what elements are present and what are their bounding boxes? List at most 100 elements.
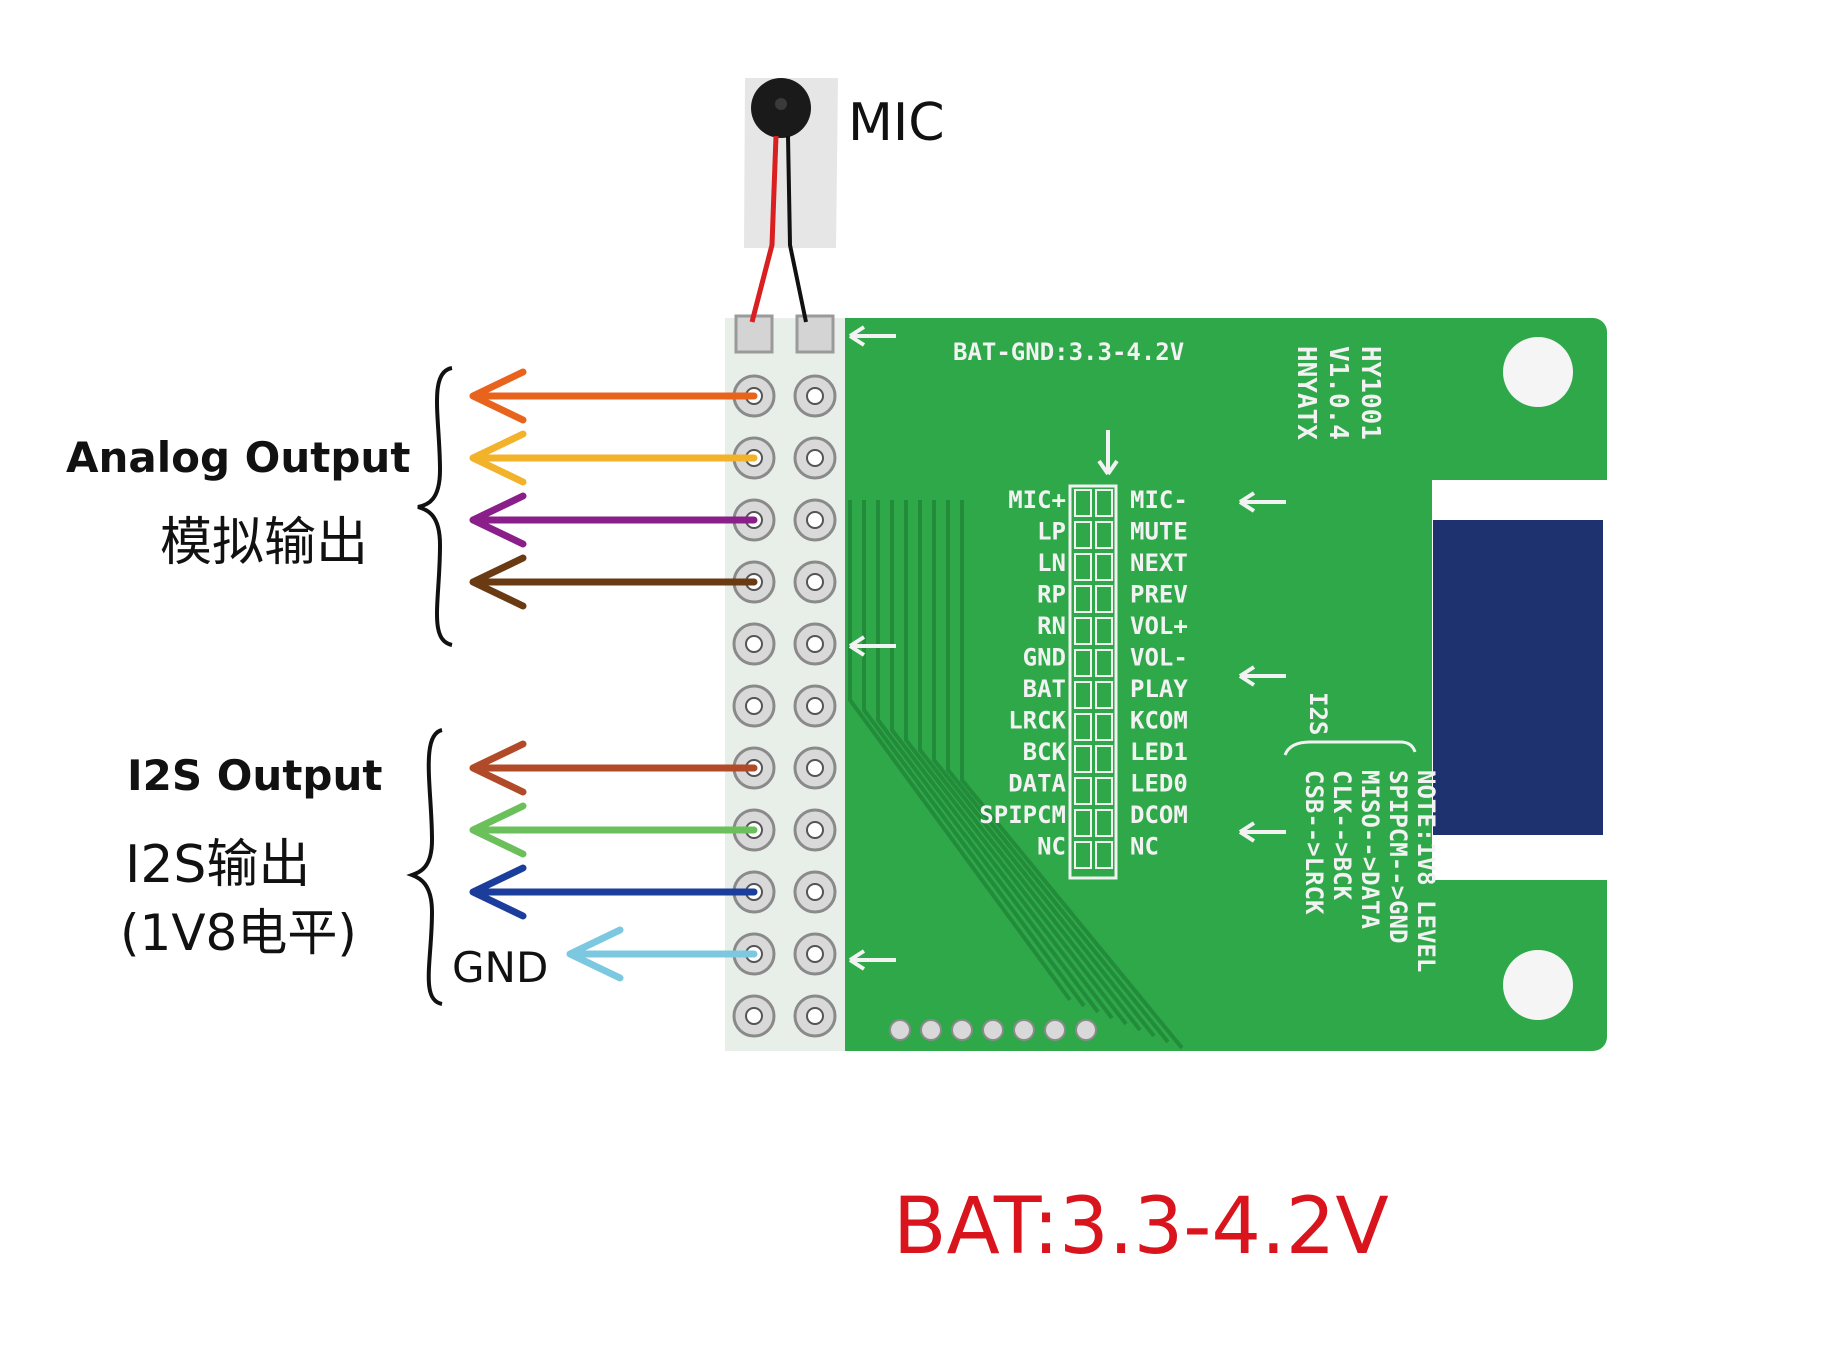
right-pin-labels: MIC-MUTENEXTPREVVOL+VOL-PLAYKCOMLED1LED0… [1130, 486, 1188, 861]
pin-label-left: MIC+ [1008, 486, 1066, 514]
analog-arrow-3 [469, 492, 758, 548]
bottom-pad [920, 1019, 942, 1041]
mic-label: MIC [848, 93, 945, 153]
mounting-hole-bottom [1503, 950, 1573, 1020]
silk-arrow [1238, 491, 1286, 513]
pin-label-right: LED1 [1130, 738, 1188, 766]
pin-label-right: MIC- [1130, 486, 1188, 514]
silk-arrows [848, 325, 1286, 971]
pcb-trace [946, 500, 1170, 1044]
grid-cell [1095, 649, 1113, 677]
pin-label-left: RN [1037, 612, 1066, 640]
pin-label-right: NC [1130, 833, 1159, 861]
pcb-trace [918, 500, 1142, 1032]
i2s-arrow-2 [469, 802, 758, 858]
bottom-edge-pads [889, 1019, 1097, 1041]
analog-output-cn-label: 模拟输出 [160, 513, 368, 573]
silk-arrow [848, 635, 896, 657]
grid-cell [1095, 521, 1113, 549]
pin-label-left: BCK [1023, 738, 1067, 766]
model-silk-line: HNYATX [1291, 346, 1321, 440]
gnd-arrow [566, 926, 758, 982]
grid-cell [1074, 617, 1092, 645]
pin-label-grid-cells [1074, 489, 1113, 869]
mic-wire-black [786, 135, 808, 323]
pin-label-left: GND [1023, 644, 1066, 672]
grid-cell [1074, 681, 1092, 709]
pin-label-right: PLAY [1130, 675, 1188, 703]
pin-label-right: VOL+ [1130, 612, 1188, 640]
i2s-silk-bracket [1283, 740, 1417, 756]
silk-arrow [1238, 821, 1286, 843]
pcb-trace [848, 500, 1072, 1002]
bottom-pad [1075, 1019, 1097, 1041]
mic-wire-red [749, 135, 779, 323]
grid-cell [1074, 745, 1092, 773]
signal-arrows [469, 368, 758, 982]
pcb-trace [904, 500, 1128, 1026]
header-pads [732, 314, 837, 1038]
grid-cell [1095, 841, 1113, 869]
pin-label-left: LRCK [1008, 707, 1066, 735]
header-pad-hole [806, 449, 824, 467]
header-pad-hole [745, 1007, 763, 1025]
mounting-hole-top [1503, 337, 1573, 407]
note-silk-line: SPIPCM-->GND [1384, 770, 1412, 943]
grid-cell [1074, 585, 1092, 613]
pcb-traces [848, 500, 1184, 1050]
i2s-arrow-1 [469, 740, 758, 796]
note-silk-line: NOTE:1V8 LEVEL [1412, 770, 1440, 972]
grid-cell [1074, 521, 1092, 549]
header-pad-hole [745, 635, 763, 653]
analog-arrow-4 [469, 554, 758, 610]
pin-label-right: LED0 [1130, 770, 1188, 798]
pin-label-grid [1068, 484, 1118, 880]
header-pad-hole [806, 945, 824, 963]
grid-cell [1095, 745, 1113, 773]
pin-label-left: LP [1037, 518, 1066, 546]
bottom-pad [1044, 1019, 1066, 1041]
header-pad-hole [806, 635, 824, 653]
silk-arrow [1238, 665, 1286, 687]
grid-cell [1074, 809, 1092, 837]
bottom-pad [951, 1019, 973, 1041]
i2s-level-label: (1V8电平) [120, 904, 357, 962]
grid-cell [1074, 489, 1092, 517]
i2s-arrow-3 [469, 864, 758, 920]
pin-label-right: DCOM [1130, 801, 1188, 829]
header-pad-hole [806, 511, 824, 529]
grid-cell [1095, 809, 1113, 837]
header-pad-square [795, 314, 835, 354]
grid-cell [1074, 713, 1092, 741]
i2s-silk: I2S [1304, 692, 1332, 735]
pin-label-right: PREV [1130, 581, 1188, 609]
pin-label-right: MUTE [1130, 518, 1188, 546]
pin-label-left: LN [1037, 549, 1066, 577]
model-silk-line: V1.0.4 [1323, 346, 1353, 440]
grid-cell [1095, 617, 1113, 645]
header-pad-hole [806, 697, 824, 715]
pin-label-right: KCOM [1130, 707, 1188, 735]
grid-cell [1095, 553, 1113, 581]
i2s-output-cn-label: I2S输出 [125, 835, 310, 895]
bluetooth-module [1433, 520, 1603, 835]
header-pad-hole [806, 821, 824, 839]
header-pad-hole [806, 573, 824, 591]
grid-cell [1074, 841, 1092, 869]
header-pad-hole [806, 883, 824, 901]
header-pad-hole [806, 1007, 824, 1025]
grid-cell [1074, 553, 1092, 581]
header-pad-hole [806, 759, 824, 777]
pcb-trace [876, 500, 1100, 1014]
pcb-substrate [725, 318, 1607, 1051]
pin-label-left: SPIPCM [979, 801, 1066, 829]
grid-cell [1095, 777, 1113, 805]
grid-cell [1074, 777, 1092, 805]
grid-cell [1095, 681, 1113, 709]
note-silk: NOTE:1V8 LEVELSPIPCM-->GNDMISO-->DATACLK… [1300, 770, 1440, 972]
battery-voltage-note: BAT:3.3-4.2V [893, 1182, 1389, 1272]
pin-label-left: NC [1037, 833, 1066, 861]
